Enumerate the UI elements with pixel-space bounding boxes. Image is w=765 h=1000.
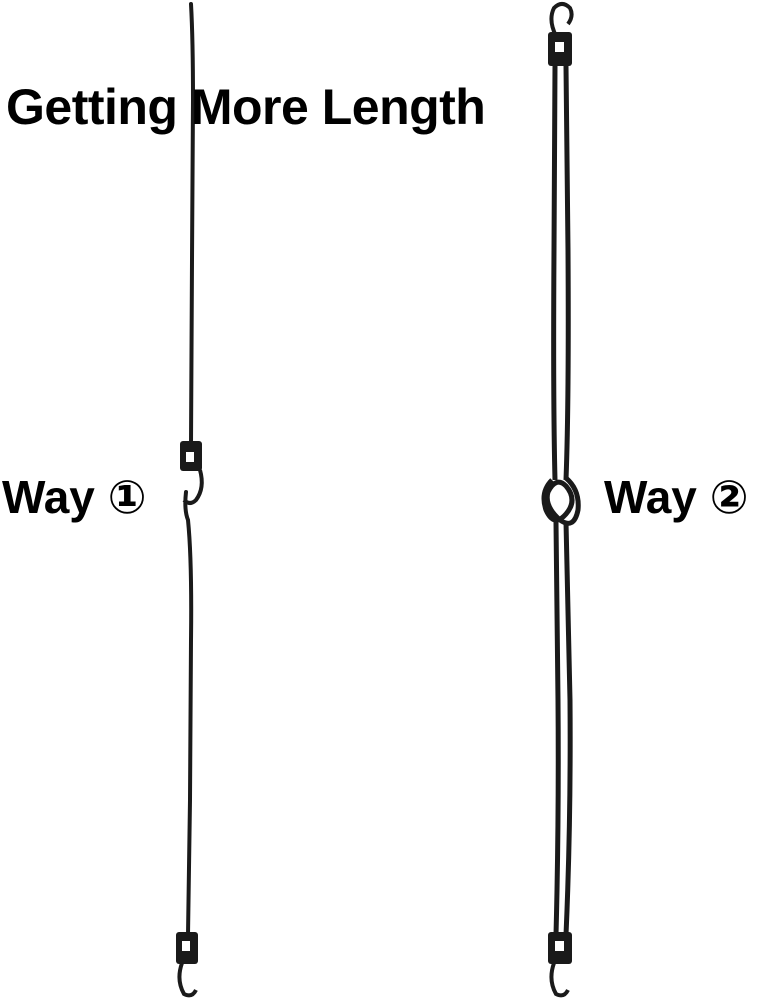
way-2-bottom-hook-icon — [548, 932, 572, 998]
way-2-cord-right — [563, 65, 571, 481]
way-2-lower-cord-right — [563, 521, 573, 936]
way-2-knot-icon — [541, 476, 581, 526]
way-1-lower-cord — [183, 490, 194, 937]
way-2-top-hook-icon — [548, 2, 574, 66]
way-1-bottom-hook-icon — [176, 932, 198, 998]
way-2-cord-left — [551, 65, 558, 481]
way-1-upper-cord — [189, 2, 196, 446]
page-title: Getting More Length — [6, 79, 486, 135]
way-2-lower-cord-left — [553, 521, 561, 936]
way-2-cord-assembly — [541, 2, 581, 998]
way-1-middle-hook-icon — [180, 441, 204, 505]
way-1-label: Way ① — [2, 471, 147, 523]
way-2-label: Way ② — [604, 471, 749, 523]
way-1-cord-assembly — [176, 2, 204, 998]
